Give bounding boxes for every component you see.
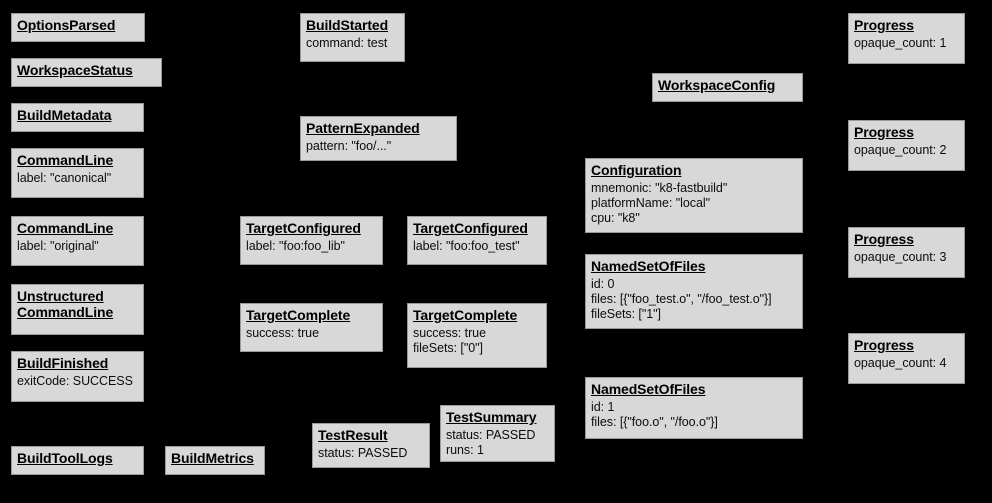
event-node-title: NamedSetOfFiles: [591, 381, 706, 397]
event-node-build-metrics[interactable]: BuildMetrics: [165, 446, 265, 475]
event-node-build-finished[interactable]: BuildFinished exitCode: SUCCESS: [11, 351, 144, 402]
event-node-title: BuildToolLogs: [17, 450, 113, 466]
event-node-title: OptionsParsed: [17, 17, 116, 33]
event-node-fields: id: 0 files: [{"foo_test.o", "/foo_test.…: [591, 277, 772, 321]
event-node-title: BuildFinished: [17, 355, 109, 371]
event-node-title: CommandLine: [17, 220, 114, 236]
event-node-fields: label: "canonical": [17, 171, 112, 185]
event-node-title: Unstructured CommandLine: [17, 288, 114, 320]
event-node-title: TestResult: [318, 427, 388, 443]
event-node-fields: opaque_count: 3: [854, 250, 947, 264]
event-node-progress-4[interactable]: Progress opaque_count: 4: [848, 333, 965, 384]
event-node-title: PatternExpanded: [306, 120, 420, 136]
event-node-named-set-of-files-0[interactable]: NamedSetOfFiles id: 0 files: [{"foo_test.…: [585, 254, 803, 329]
event-node-title: TargetConfigured: [413, 220, 528, 236]
event-node-title: NamedSetOfFiles: [591, 258, 706, 274]
event-node-fields: exitCode: SUCCESS: [17, 374, 133, 388]
event-node-fields: label: "foo:foo_test": [413, 239, 520, 253]
event-node-progress-3[interactable]: Progress opaque_count: 3: [848, 227, 965, 278]
event-node-title: CommandLine: [17, 152, 114, 168]
event-node-title: Progress: [854, 231, 914, 247]
event-node-fields: command: test: [306, 36, 388, 50]
event-node-pattern-expanded[interactable]: PatternExpanded pattern: "foo/...": [300, 116, 457, 161]
event-node-title: TargetComplete: [413, 307, 518, 323]
event-node-fields: opaque_count: 1: [854, 36, 947, 50]
event-node-target-configured-foo-lib[interactable]: TargetConfigured label: "foo:foo_lib": [240, 216, 383, 265]
event-node-fields: label: "original": [17, 239, 99, 253]
event-node-target-complete-foo-lib[interactable]: TargetComplete success: true: [240, 303, 383, 352]
event-node-fields: label: "foo:foo_lib": [246, 239, 345, 253]
event-node-fields: success: true fileSets: ["0"]: [413, 326, 486, 355]
event-node-title: BuildStarted: [306, 17, 389, 33]
event-node-title: WorkspaceConfig: [658, 77, 776, 93]
event-node-progress-1[interactable]: Progress opaque_count: 1: [848, 13, 965, 64]
event-node-title: Progress: [854, 337, 914, 353]
event-node-command-line-canonical[interactable]: CommandLine label: "canonical": [11, 148, 144, 198]
event-node-test-result[interactable]: TestResult status: PASSED: [312, 423, 430, 468]
event-node-title: BuildMetadata: [17, 107, 112, 123]
event-node-build-tool-logs[interactable]: BuildToolLogs: [11, 446, 144, 475]
event-node-title: Progress: [854, 124, 914, 140]
event-node-workspace-config[interactable]: WorkspaceConfig: [652, 73, 803, 102]
event-node-build-started[interactable]: BuildStarted command: test: [300, 13, 405, 62]
event-node-command-line-original[interactable]: CommandLine label: "original": [11, 216, 144, 266]
event-node-unstructured-command-line[interactable]: Unstructured CommandLine: [11, 284, 144, 335]
event-node-title: Progress: [854, 17, 914, 33]
event-node-title: BuildMetrics: [171, 450, 254, 466]
event-node-title: TargetComplete: [246, 307, 351, 323]
event-node-fields: pattern: "foo/...": [306, 139, 392, 153]
event-node-configuration[interactable]: Configuration mnemonic: "k8-fastbuild" pl…: [585, 158, 803, 233]
event-node-fields: opaque_count: 4: [854, 356, 947, 370]
event-node-fields: opaque_count: 2: [854, 143, 947, 157]
event-node-title: Configuration: [591, 162, 682, 178]
event-node-fields: status: PASSED runs: 1: [446, 428, 536, 457]
event-node-progress-2[interactable]: Progress opaque_count: 2: [848, 120, 965, 171]
event-node-workspace-status[interactable]: WorkspaceStatus: [11, 58, 162, 87]
event-node-test-summary[interactable]: TestSummary status: PASSED runs: 1: [440, 405, 555, 462]
event-node-fields: mnemonic: "k8-fastbuild" platformName: "…: [591, 181, 728, 225]
event-node-title: WorkspaceStatus: [17, 62, 133, 78]
event-node-title: TestSummary: [446, 409, 537, 425]
event-node-fields: success: true: [246, 326, 319, 340]
event-node-options-parsed[interactable]: OptionsParsed: [11, 13, 145, 42]
event-node-target-complete-foo-test[interactable]: TargetComplete success: true fileSets: ["…: [407, 303, 547, 368]
event-node-target-configured-foo-test[interactable]: TargetConfigured label: "foo:foo_test": [407, 216, 547, 265]
event-node-title: TargetConfigured: [246, 220, 361, 236]
event-node-build-metadata[interactable]: BuildMetadata: [11, 103, 144, 132]
event-node-fields: status: PASSED: [318, 446, 408, 460]
event-node-named-set-of-files-1[interactable]: NamedSetOfFiles id: 1 files: [{"foo.o", "…: [585, 377, 803, 439]
event-node-fields: id: 1 files: [{"foo.o", "/foo.o"}]: [591, 400, 718, 429]
